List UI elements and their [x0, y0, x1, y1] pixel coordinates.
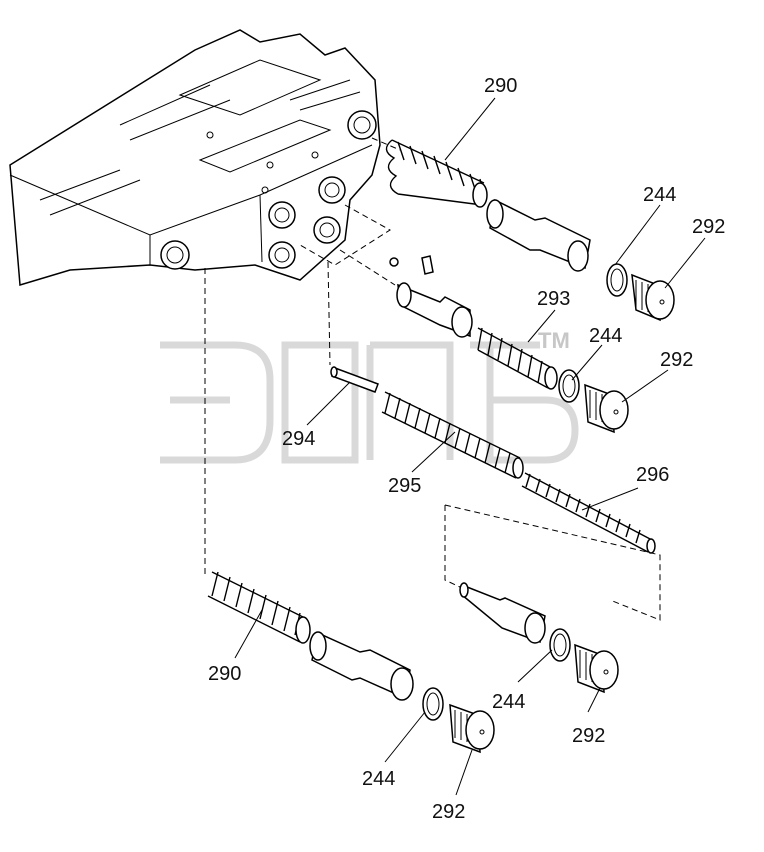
spring-293 — [477, 327, 558, 390]
spring-290-upper — [385, 139, 488, 208]
plug-292-upper — [631, 273, 675, 322]
label-244-middle: 244 — [589, 325, 622, 347]
label-290-lower: 290 — [208, 663, 241, 685]
spring-296 — [521, 472, 656, 554]
watermark-logo: TM — [160, 328, 579, 464]
spring-295 — [381, 391, 524, 479]
small-pin — [421, 255, 434, 275]
label-296: 296 — [636, 464, 669, 486]
label-292-lower-right: 292 — [572, 725, 605, 747]
plug-292-lower-left — [449, 703, 495, 754]
part-labels: 290 244 292 293 244 292 294 295 296 290 … — [208, 75, 725, 823]
valve-spool-middle — [396, 282, 473, 338]
assembly-guide-lines — [204, 137, 661, 621]
valve-spool-lower-left — [309, 631, 414, 701]
plug-292-middle — [584, 383, 629, 434]
label-292-middle: 292 — [660, 349, 693, 371]
check-ball — [389, 257, 399, 267]
leader-lines — [234, 97, 706, 796]
spring-290-lower — [207, 571, 311, 644]
label-292-upper: 292 — [692, 216, 725, 238]
valve-spool-lower-right — [459, 582, 546, 644]
plug-292-lower-right — [574, 643, 619, 694]
label-244-lower-left: 244 — [362, 768, 395, 790]
label-244-lower-right: 244 — [492, 691, 525, 713]
watermark-tm: TM — [538, 328, 570, 353]
label-244-upper: 244 — [643, 184, 676, 206]
label-293: 293 — [537, 288, 570, 310]
label-292-lower-left: 292 — [432, 801, 465, 823]
label-290-upper: 290 — [484, 75, 517, 97]
valve-spool-upper — [486, 198, 591, 272]
seal-ring-244-lower-right — [549, 628, 571, 662]
valve-body-casting — [9, 29, 381, 286]
seal-ring-244-lower-left — [422, 687, 444, 721]
seal-ring-244-upper — [606, 263, 628, 297]
dowel-pin-294 — [330, 366, 379, 393]
label-295: 295 — [388, 475, 421, 497]
label-294: 294 — [282, 428, 315, 450]
